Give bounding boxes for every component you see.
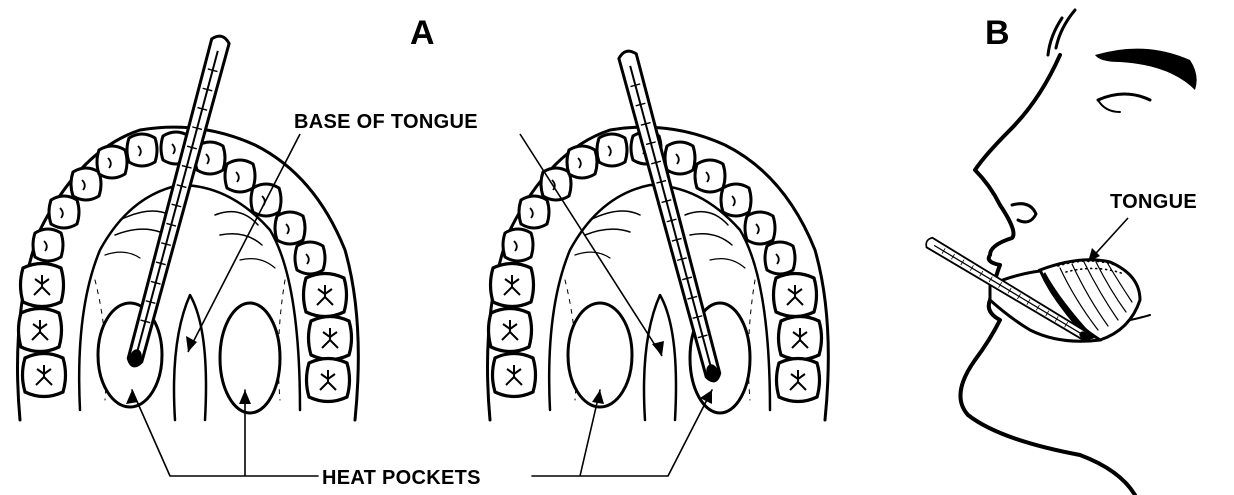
- face-profile: [960, 10, 1196, 495]
- heat-pockets-leader-left: [132, 390, 318, 476]
- heat-pockets-leader-right: [532, 390, 712, 476]
- tongue-label: TONGUE: [1110, 191, 1197, 213]
- panel-b-label: B: [985, 14, 1010, 52]
- panel-a-label: A: [410, 14, 435, 52]
- heat-pockets-label: HEAT POCKETS: [322, 467, 481, 489]
- thermometer-right: [618, 49, 724, 384]
- base-of-tongue-label: BASE OF TONGUE: [294, 111, 478, 133]
